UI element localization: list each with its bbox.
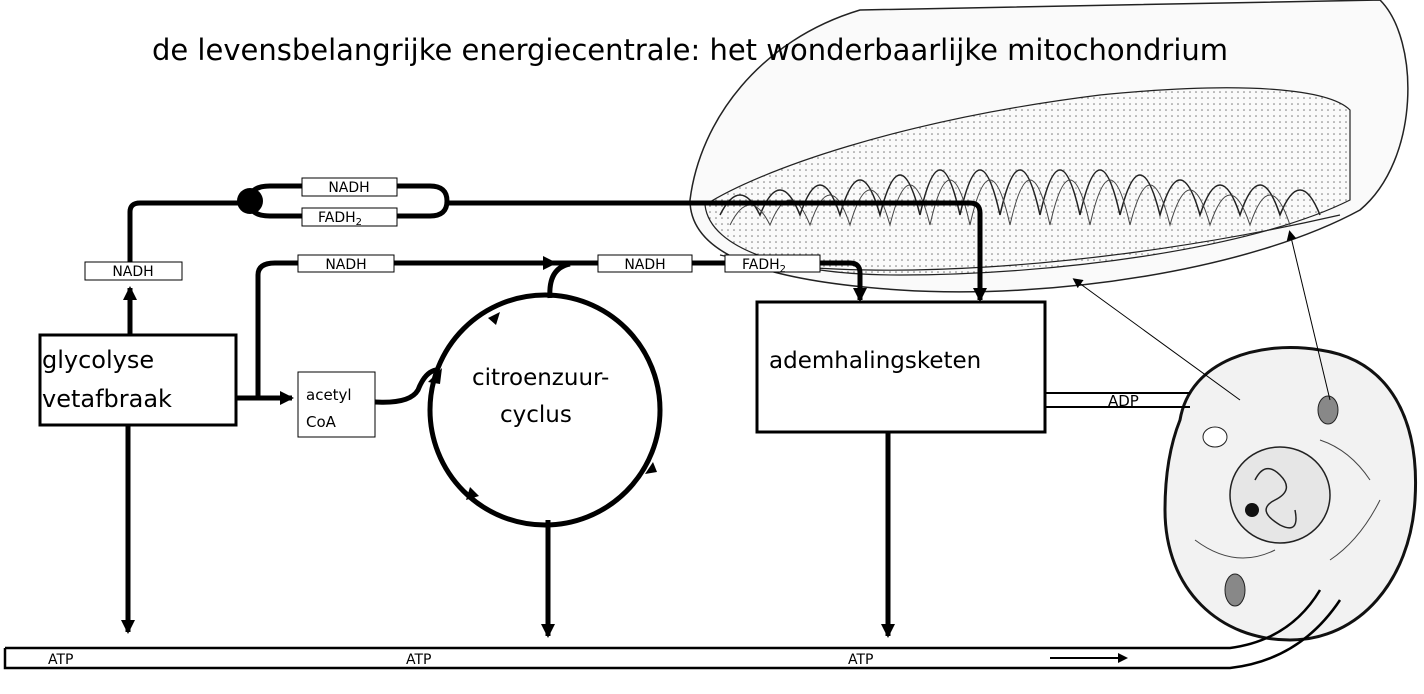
acetyl-coa-box — [297, 371, 376, 438]
atp-band — [3, 589, 1342, 670]
adp-label: ADP — [1108, 392, 1139, 410]
cycle-arrow — [466, 487, 479, 500]
junction-dot — [237, 188, 263, 214]
nadh-box — [597, 254, 693, 273]
pointer-line — [1072, 278, 1241, 401]
subscript-2: 2 — [780, 264, 786, 275]
nadh-box — [301, 177, 398, 197]
cycle-arrow — [645, 462, 657, 474]
nadh-box — [297, 254, 395, 273]
page-title: de levensbelangrijke energiecentrale: he… — [152, 33, 1228, 67]
atp-label: ATP — [848, 652, 873, 668]
cyclus-label: cyclus — [500, 402, 572, 428]
atp-label: ATP — [406, 652, 431, 668]
cell-illustration — [1163, 346, 1418, 642]
vetafbraak-label: vetafbraak — [42, 385, 172, 413]
subscript-2: 2 — [356, 217, 362, 228]
glycolyse-label: glycolyse — [42, 346, 154, 374]
cycle-arrow — [428, 368, 442, 384]
nadh-label: NADH — [325, 257, 366, 273]
nadh-label: NADH — [112, 264, 153, 280]
ademhalingsketen-label: ademhalingsketen — [769, 348, 981, 374]
fadh-text: FADH — [318, 210, 356, 226]
fadh2-label: FADH2 — [742, 257, 786, 275]
nadh-box — [84, 261, 183, 281]
fadh2-label: FADH2 — [318, 210, 362, 228]
fadh-text: FADH — [742, 257, 780, 273]
glycolyse-box — [38, 333, 238, 427]
nadh-label: NADH — [624, 257, 665, 273]
nadh-label: NADH — [328, 180, 369, 196]
atp-label: ATP — [48, 652, 73, 668]
cycle-arrow — [488, 312, 500, 325]
coa-label: CoA — [306, 413, 337, 431]
pointer-line — [1286, 230, 1331, 401]
fadh2-box — [724, 254, 821, 273]
acetyl-label: acetyl — [306, 386, 352, 404]
citroenzuur-label: citroenzuur- — [472, 365, 609, 391]
mitochondrion-illustration — [689, 0, 1409, 293]
fadh2-box — [301, 207, 398, 227]
ademhalingsketen-box — [755, 300, 1047, 434]
